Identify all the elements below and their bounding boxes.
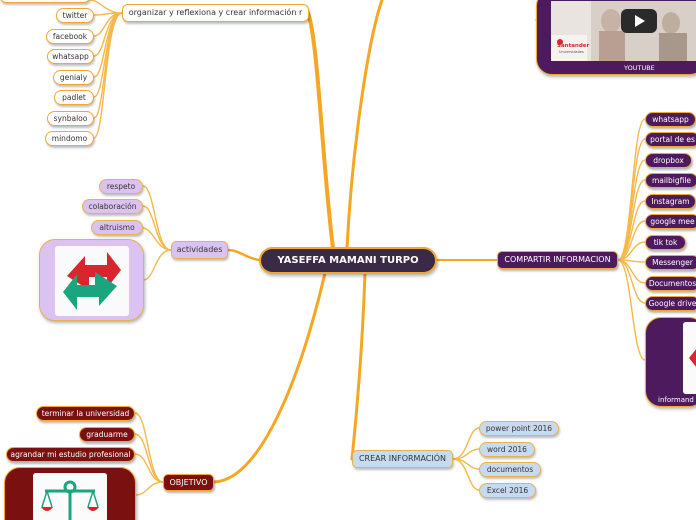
youtube-thumbnail[interactable]: Santander Universidades	[551, 1, 696, 61]
node-whatsapp[interactable]: whatsapp	[47, 49, 94, 64]
branch-create[interactable]: CREAR INFORMACIÓN	[352, 450, 453, 468]
share-arrows-image	[55, 246, 129, 316]
play-button[interactable]	[621, 9, 657, 33]
node-share-documentos[interactable]: Documentos	[645, 276, 696, 291]
node-twitter[interactable]: twitter	[56, 8, 94, 23]
objective-image-node[interactable]	[4, 467, 136, 520]
red-arrow-icon	[683, 322, 696, 394]
santander-logo-subtext: Universidades	[559, 50, 584, 54]
branch-activities[interactable]: actividades	[171, 241, 228, 259]
node-share-mailbigfile[interactable]: mailbigfile	[645, 173, 696, 188]
node-padlet[interactable]: padlet	[54, 90, 94, 105]
node-word[interactable]: word 2016	[479, 442, 535, 457]
node-respeto[interactable]: respeto	[99, 179, 143, 194]
node-share-dropbox[interactable]: dropbox	[645, 153, 692, 168]
activities-image-node[interactable]	[39, 239, 144, 321]
youtube-caption: YOUTUBE	[624, 64, 655, 72]
branch-objective[interactable]: OBJETIVO	[163, 474, 214, 491]
youtube-node[interactable]: Santander Universidades YOUTUBE	[536, 0, 696, 75]
node-altruismo[interactable]: altruismo	[91, 220, 143, 235]
central-topic[interactable]: YASEFFA MAMANI TURPO	[259, 247, 437, 274]
node-share-whatsapp[interactable]: whatsapp	[645, 112, 696, 127]
branch-organize[interactable]: organizar y reflexiona y crear informaci…	[122, 4, 309, 22]
node-powerpoint[interactable]: power point 2016	[479, 421, 559, 436]
node-genialy[interactable]: genialy	[53, 70, 94, 85]
play-icon	[621, 9, 657, 33]
node-agrandar[interactable]: agrandar mi estudio profesional	[6, 447, 135, 462]
node-share-instagram[interactable]: Instagram	[645, 194, 696, 209]
santander-logo-text: Santander	[557, 43, 589, 49]
node-colaboracion[interactable]: colaboración	[82, 199, 143, 214]
node-excel[interactable]: Excel 2016	[479, 483, 536, 498]
share-image-node[interactable]: informand	[645, 317, 696, 407]
node-share-googledrive[interactable]: Google drive	[645, 296, 696, 311]
node-share-portal[interactable]: portal de es	[645, 132, 696, 147]
node-share-messenger[interactable]: Messenger	[645, 255, 696, 270]
node-terminar[interactable]: terminar la universidad	[36, 406, 135, 421]
node-graduarme[interactable]: graduarme	[79, 427, 135, 442]
node-facebook[interactable]: facebook	[46, 29, 94, 44]
node-documentos[interactable]: documentos	[479, 462, 541, 477]
node-mindomo[interactable]: mindomo	[45, 131, 94, 146]
scale-icon	[33, 473, 107, 520]
branch-share[interactable]: COMPARTIR INFORMACION	[497, 251, 618, 269]
justice-scale-image	[33, 473, 107, 520]
node-synbaloo[interactable]: synbaloo	[47, 111, 94, 126]
node-share-googlemeet[interactable]: google mee	[645, 214, 696, 229]
share-image-caption: informand	[658, 396, 694, 404]
node-share-tiktok[interactable]: tik tok	[645, 235, 686, 250]
exchange-arrows-icon	[55, 246, 129, 316]
share-image	[683, 322, 696, 394]
partial-node-top[interactable]	[0, 0, 90, 3]
